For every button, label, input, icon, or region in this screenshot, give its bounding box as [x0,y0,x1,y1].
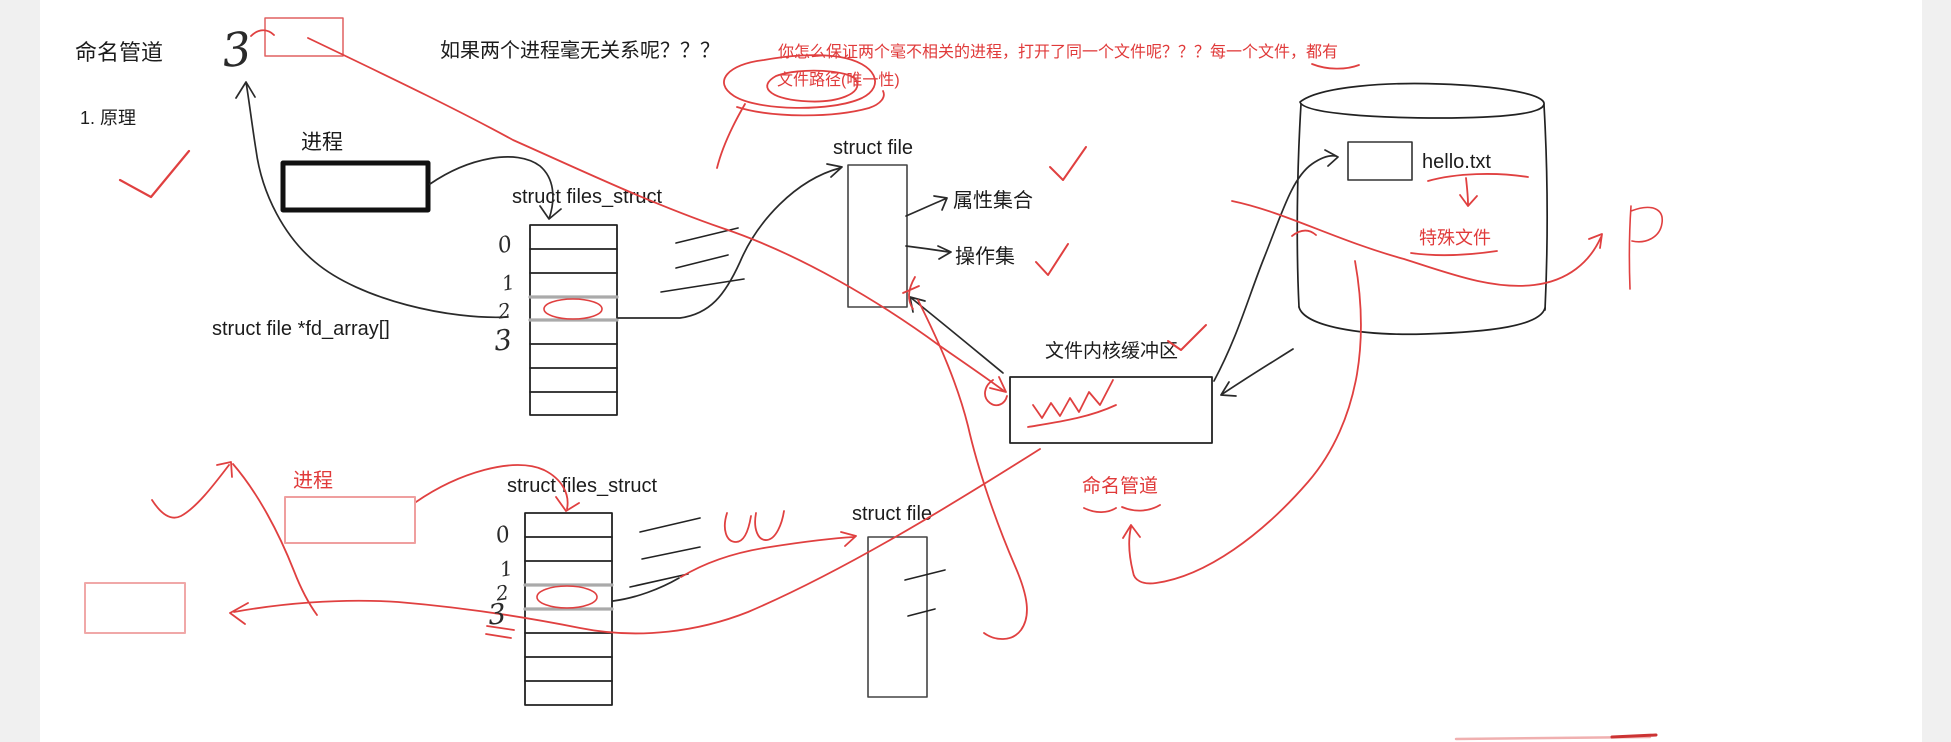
process-label-bottom: 进程 [293,470,333,492]
kernel-buffer-label: 文件内核缓冲区 [1045,341,1179,362]
page-title: 命名管道 [75,40,164,65]
fd-array-label: struct file *fd_array[] [212,318,390,340]
struct-file-label-top: struct file [833,137,914,159]
special-file-label: 特殊文件 [1419,228,1491,248]
section-heading: 1. 原理 [80,108,137,128]
note-canvas [40,0,1922,742]
annotation-note-line2: 文件路径(唯一性) [777,72,900,89]
op-set-label: 操作集 [955,246,1015,268]
files-struct-label-bottom: struct files_struct [507,475,658,497]
named-pipe-label: 命名管道 [1082,476,1159,497]
files-struct-label-top: struct files_struct [512,186,663,208]
process-label-top: 进程 [301,131,343,154]
struct-file-label-bottom: struct file [852,503,933,525]
annotation-note-line1: 你怎么保证两个毫不相关的进程，打开了同一个文件呢？？？每一个文件，都有 [778,44,1339,61]
file-name-label: hello.txt [1422,151,1491,173]
question-text: 如果两个进程毫无关系呢？？？ [440,40,720,62]
window-margin-right [1922,0,1951,742]
attr-set-label: 属性集合 [953,190,1033,212]
window-margin-left [0,0,40,742]
